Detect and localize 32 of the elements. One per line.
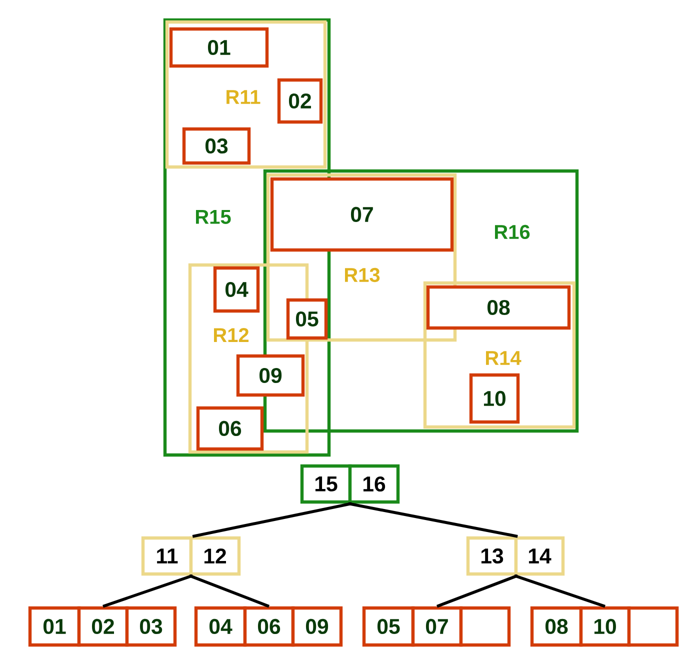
entry-box: 08 — [426, 285, 571, 330]
entry-box: 02 — [77, 606, 129, 647]
entry-box: 07 — [411, 606, 463, 647]
entry-box: 03 — [125, 606, 177, 647]
entry-box: 01 — [169, 27, 269, 68]
connector-line — [436, 574, 518, 608]
entry-box: 02 — [277, 78, 323, 124]
entry-box: 01 — [28, 606, 81, 647]
entry-box: 10 — [579, 606, 631, 647]
entry-box: 15 — [300, 464, 352, 504]
connector-line — [188, 574, 270, 608]
entry-box: 09 — [236, 354, 305, 397]
entry-box: 05 — [362, 606, 415, 647]
entry-box: 10 — [469, 373, 520, 424]
entry-box: 05 — [286, 298, 328, 340]
connector-line — [102, 574, 194, 608]
entry-box: 09 — [291, 606, 343, 647]
entry-box: 06 — [196, 406, 264, 451]
entry-box: 08 — [530, 606, 583, 647]
entry-box: 06 — [243, 606, 295, 647]
entry-box: 12 — [189, 536, 241, 576]
entry-box: 04 — [194, 606, 247, 647]
connector-line — [348, 502, 518, 538]
entry-box: 14 — [514, 536, 565, 576]
entry-box: 03 — [182, 127, 251, 165]
entry-box: 13 — [466, 536, 518, 576]
entry-box: 07 — [270, 177, 454, 252]
entry-box: 04 — [213, 266, 260, 313]
entry-box: 16 — [348, 464, 400, 504]
connector-line — [514, 574, 606, 608]
connector-line — [192, 502, 352, 538]
entry-box: 11 — [141, 536, 193, 576]
